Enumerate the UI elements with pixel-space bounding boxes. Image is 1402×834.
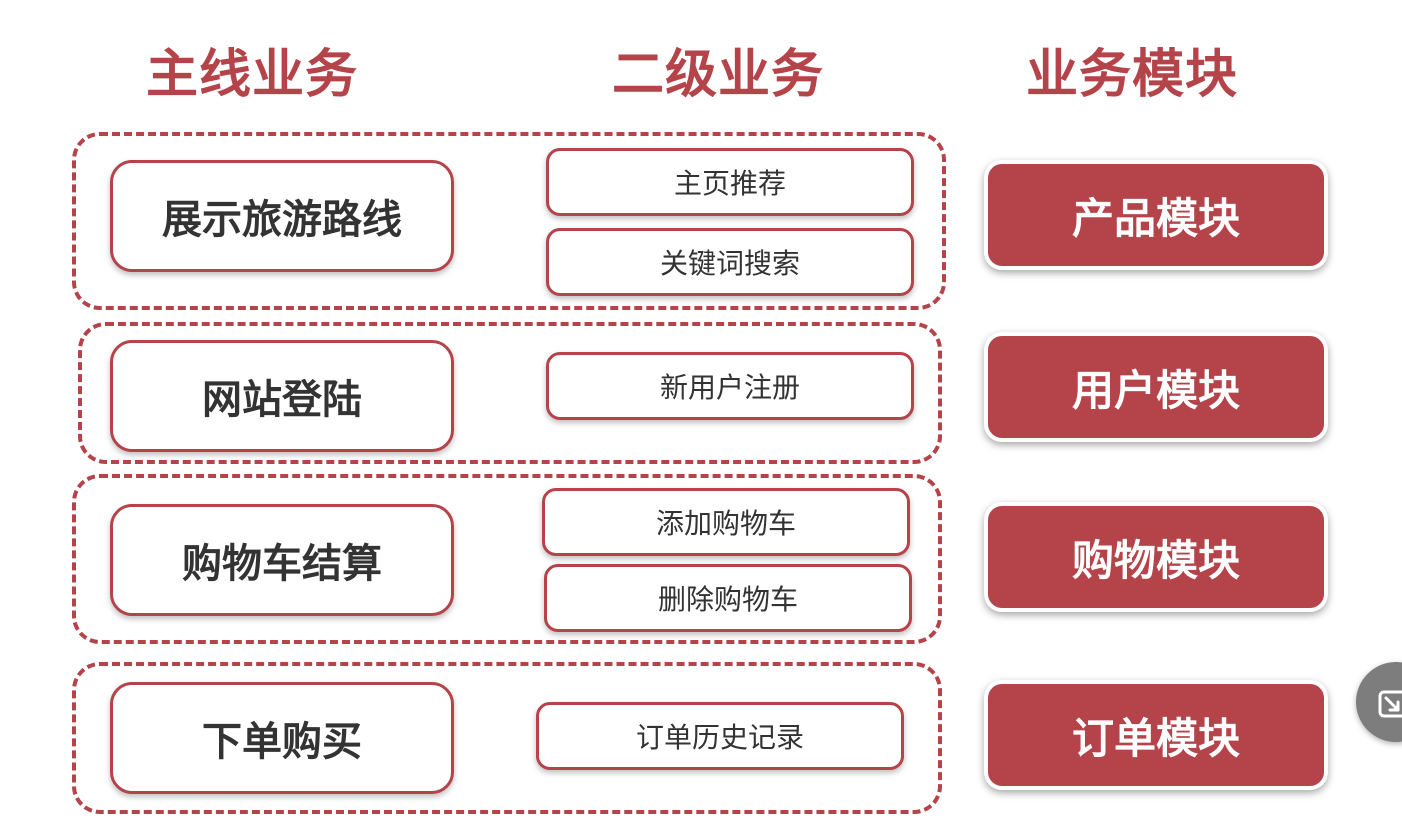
- main-business-order-purchase: 下单购买: [110, 682, 454, 794]
- sub-business-add-to-cart: 添加购物车: [542, 488, 910, 556]
- main-business-site-login: 网站登陆: [110, 340, 454, 452]
- module-order: 订单模块: [984, 680, 1328, 790]
- module-user: 用户模块: [984, 332, 1328, 442]
- module-product: 产品模块: [984, 160, 1328, 270]
- header-business-modules: 业务模块: [1025, 45, 1238, 105]
- main-business-tour-routes: 展示旅游路线: [110, 160, 454, 272]
- group-tour-routes: [72, 132, 946, 310]
- sub-business-remove-from-cart: 删除购物车: [544, 564, 912, 632]
- group-cart-checkout: [72, 474, 942, 644]
- main-business-cart-checkout: 购物车结算: [110, 504, 454, 616]
- module-shopping: 购物模块: [984, 502, 1328, 612]
- header-main-business: 主线业务: [145, 45, 358, 105]
- sub-business-new-user-register: 新用户注册: [546, 352, 914, 420]
- group-site-login: [78, 322, 942, 464]
- collapse-arrow-icon: [1378, 690, 1402, 718]
- group-order-purchase: [72, 662, 942, 814]
- sub-business-order-history: 订单历史记录: [536, 702, 904, 770]
- header-secondary-business: 二级业务: [611, 45, 824, 105]
- sub-business-homepage-recommend: 主页推荐: [546, 148, 914, 216]
- corner-floating-button[interactable]: [1356, 662, 1402, 742]
- sub-business-keyword-search: 关键词搜索: [546, 228, 914, 296]
